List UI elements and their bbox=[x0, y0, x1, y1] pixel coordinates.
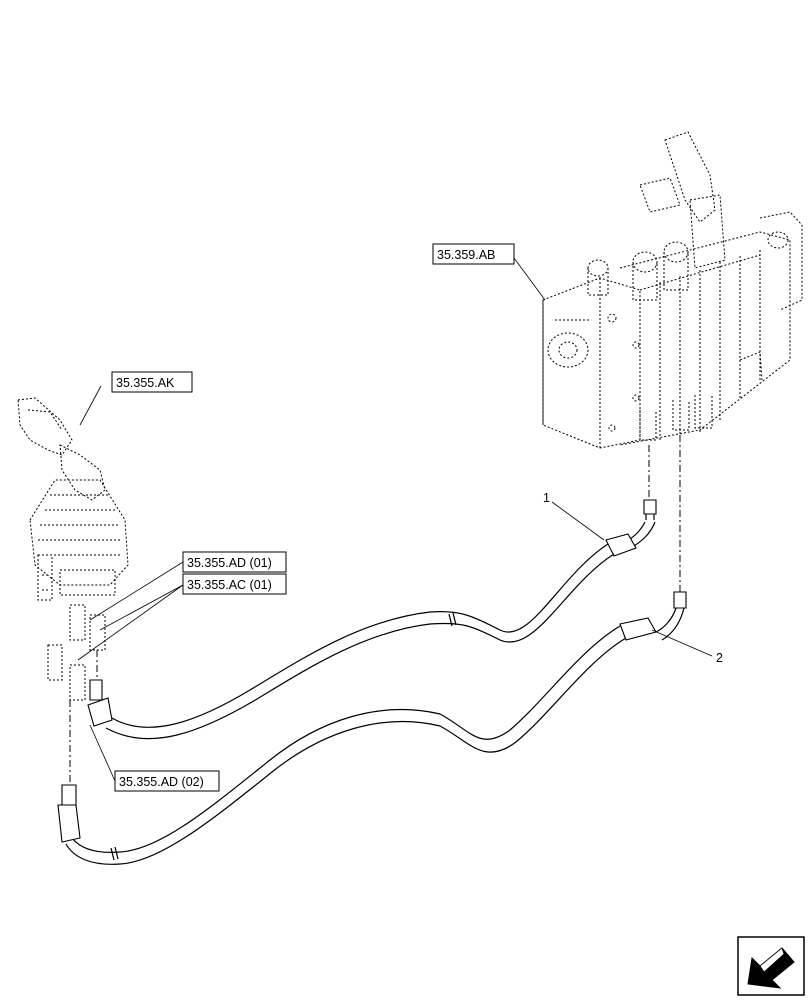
label-joystick-ref[interactable]: 35.355.AK bbox=[111, 371, 193, 393]
leader-ac01-b bbox=[77, 584, 184, 661]
hose-1 bbox=[87, 499, 657, 740]
leader-joystick bbox=[79, 385, 102, 426]
leader-ac01-a bbox=[99, 584, 184, 631]
label-ad01-text: 35.355.AD (01) bbox=[187, 556, 272, 570]
leader-ad02 bbox=[89, 724, 116, 782]
control-valve-drawing bbox=[542, 131, 803, 449]
joystick-drawing bbox=[17, 397, 129, 701]
label-joystick-text: 35.355.AK bbox=[116, 376, 175, 390]
label-ac01-text: 35.355.AC (01) bbox=[187, 578, 272, 592]
label-valve-text: 35.359.AB bbox=[437, 248, 495, 262]
label-ad02-ref[interactable]: 35.355.AD (02) bbox=[114, 770, 220, 792]
callout-item-1: 1 bbox=[543, 491, 550, 505]
arrow-down-left-icon[interactable] bbox=[737, 936, 805, 996]
callout-item-2: 2 bbox=[716, 651, 723, 665]
label-ad01-ref[interactable]: 35.355.AD (01) bbox=[182, 551, 287, 573]
leader-ad01 bbox=[89, 561, 184, 621]
leader-item-1 bbox=[551, 501, 605, 541]
label-ac01-ref[interactable]: 35.355.AC (01) bbox=[182, 573, 287, 595]
hose-2 bbox=[57, 591, 687, 865]
label-valve-ref[interactable]: 35.359.AB bbox=[432, 243, 515, 265]
label-ad02-text: 35.355.AD (02) bbox=[119, 775, 204, 789]
leader-valve bbox=[513, 257, 546, 301]
leader-item-2 bbox=[651, 629, 713, 657]
